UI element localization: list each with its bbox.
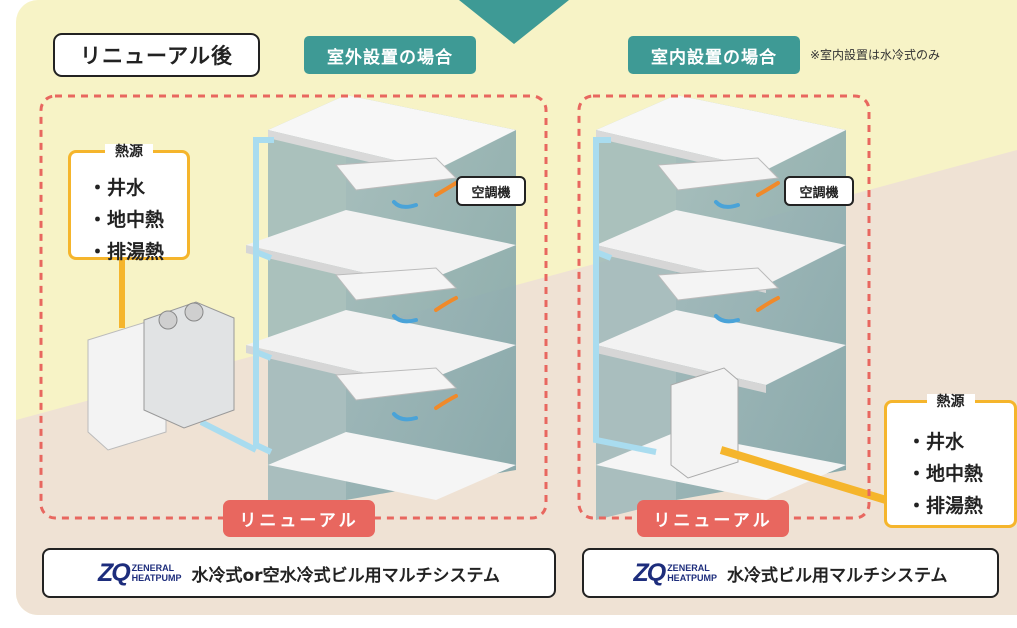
heat-source-title: 熱源 xyxy=(105,144,153,160)
heat-source-item: ・井水 xyxy=(88,177,146,199)
ac-label-indoor: 空調機 xyxy=(784,176,854,206)
indoor-case-label: 室内設置の場合 xyxy=(628,36,800,74)
ac-label-outdoor: 空調機 xyxy=(456,176,526,206)
pointer-triangle xyxy=(459,0,569,44)
heat-source-item: ・排湯熱 xyxy=(88,241,165,263)
logo-line2: HEATPUMP xyxy=(131,573,182,583)
zeneral-logo: ZQ ZENERAL HEATPUMP xyxy=(98,559,182,588)
product-box-outdoor: ZQ ZENERAL HEATPUMP 水冷式or空水冷式ビル用マルチシステム xyxy=(42,548,556,598)
heat-source-item: ・地中熱 xyxy=(907,463,984,485)
outdoor-building xyxy=(199,95,516,520)
product-box-indoor: ZQ ZENERAL HEATPUMP 水冷式ビル用マルチシステム xyxy=(582,548,999,598)
diagram-card: リニューアル後 室外設置の場合 室内設置の場合 ※室内設置は水冷式のみ 熱源 ・… xyxy=(16,0,1017,615)
page-title: リニューアル後 xyxy=(53,33,260,77)
product-name-indoor: 水冷式ビル用マルチシステム xyxy=(727,565,948,586)
heat-source-title: 熱源 xyxy=(926,394,975,410)
heat-source-item: ・排湯熱 xyxy=(907,495,984,517)
zeneral-logo: ZQ ZENERAL HEATPUMP xyxy=(633,559,717,588)
renewal-badge-indoor: リニューアル xyxy=(637,500,789,537)
outdoor-renewal-border xyxy=(39,94,548,520)
logo-mark: ZQ xyxy=(633,558,666,587)
heat-source-item: ・井水 xyxy=(907,431,965,453)
renewal-badge-outdoor: リニューアル xyxy=(223,500,375,537)
logo-line2: HEATPUMP xyxy=(667,573,718,583)
indoor-note: ※室内設置は水冷式のみ xyxy=(810,48,941,62)
indoor-building xyxy=(593,95,888,520)
logo-line1: ZENERAL xyxy=(667,563,710,573)
indoor-renewal-border xyxy=(577,94,871,520)
logo-mark: ZQ xyxy=(97,558,131,587)
heat-link-pole xyxy=(119,258,125,328)
background-illustration xyxy=(16,0,1017,615)
heat-link-pipe xyxy=(719,446,888,504)
logo-line1: ZENERAL xyxy=(131,563,175,573)
heat-source-box-indoor: 熱源 ・井水 ・地中熱 ・排湯熱 xyxy=(884,394,1017,528)
outdoor-case-label: 室外設置の場合 xyxy=(304,36,476,74)
heat-source-box-outdoor: 熱源 ・井水 ・地中熱 ・排湯熱 xyxy=(68,144,190,263)
product-name-outdoor: 水冷式or空水冷式ビル用マルチシステム xyxy=(191,565,501,586)
outdoor-units xyxy=(87,301,235,451)
heat-source-item: ・地中熱 xyxy=(88,209,165,231)
